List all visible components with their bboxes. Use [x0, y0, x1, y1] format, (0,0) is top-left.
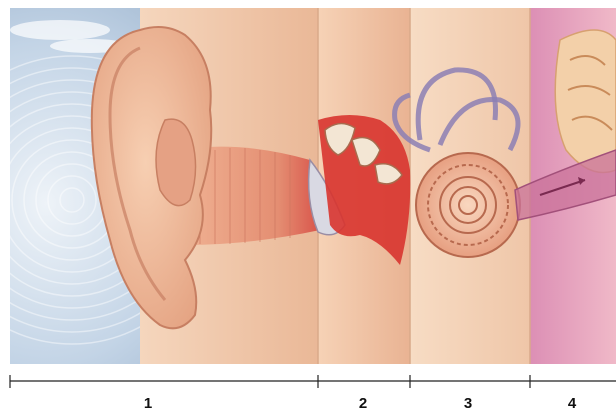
- segment-label-2: 2: [359, 395, 367, 412]
- region-scale-bar: [10, 375, 616, 388]
- pinna-concha: [156, 119, 196, 205]
- segment-label-4: 4: [568, 395, 577, 412]
- segment-label-1: 1: [144, 395, 152, 412]
- cochlea: [416, 153, 520, 257]
- segment-label-3: 3: [464, 395, 472, 412]
